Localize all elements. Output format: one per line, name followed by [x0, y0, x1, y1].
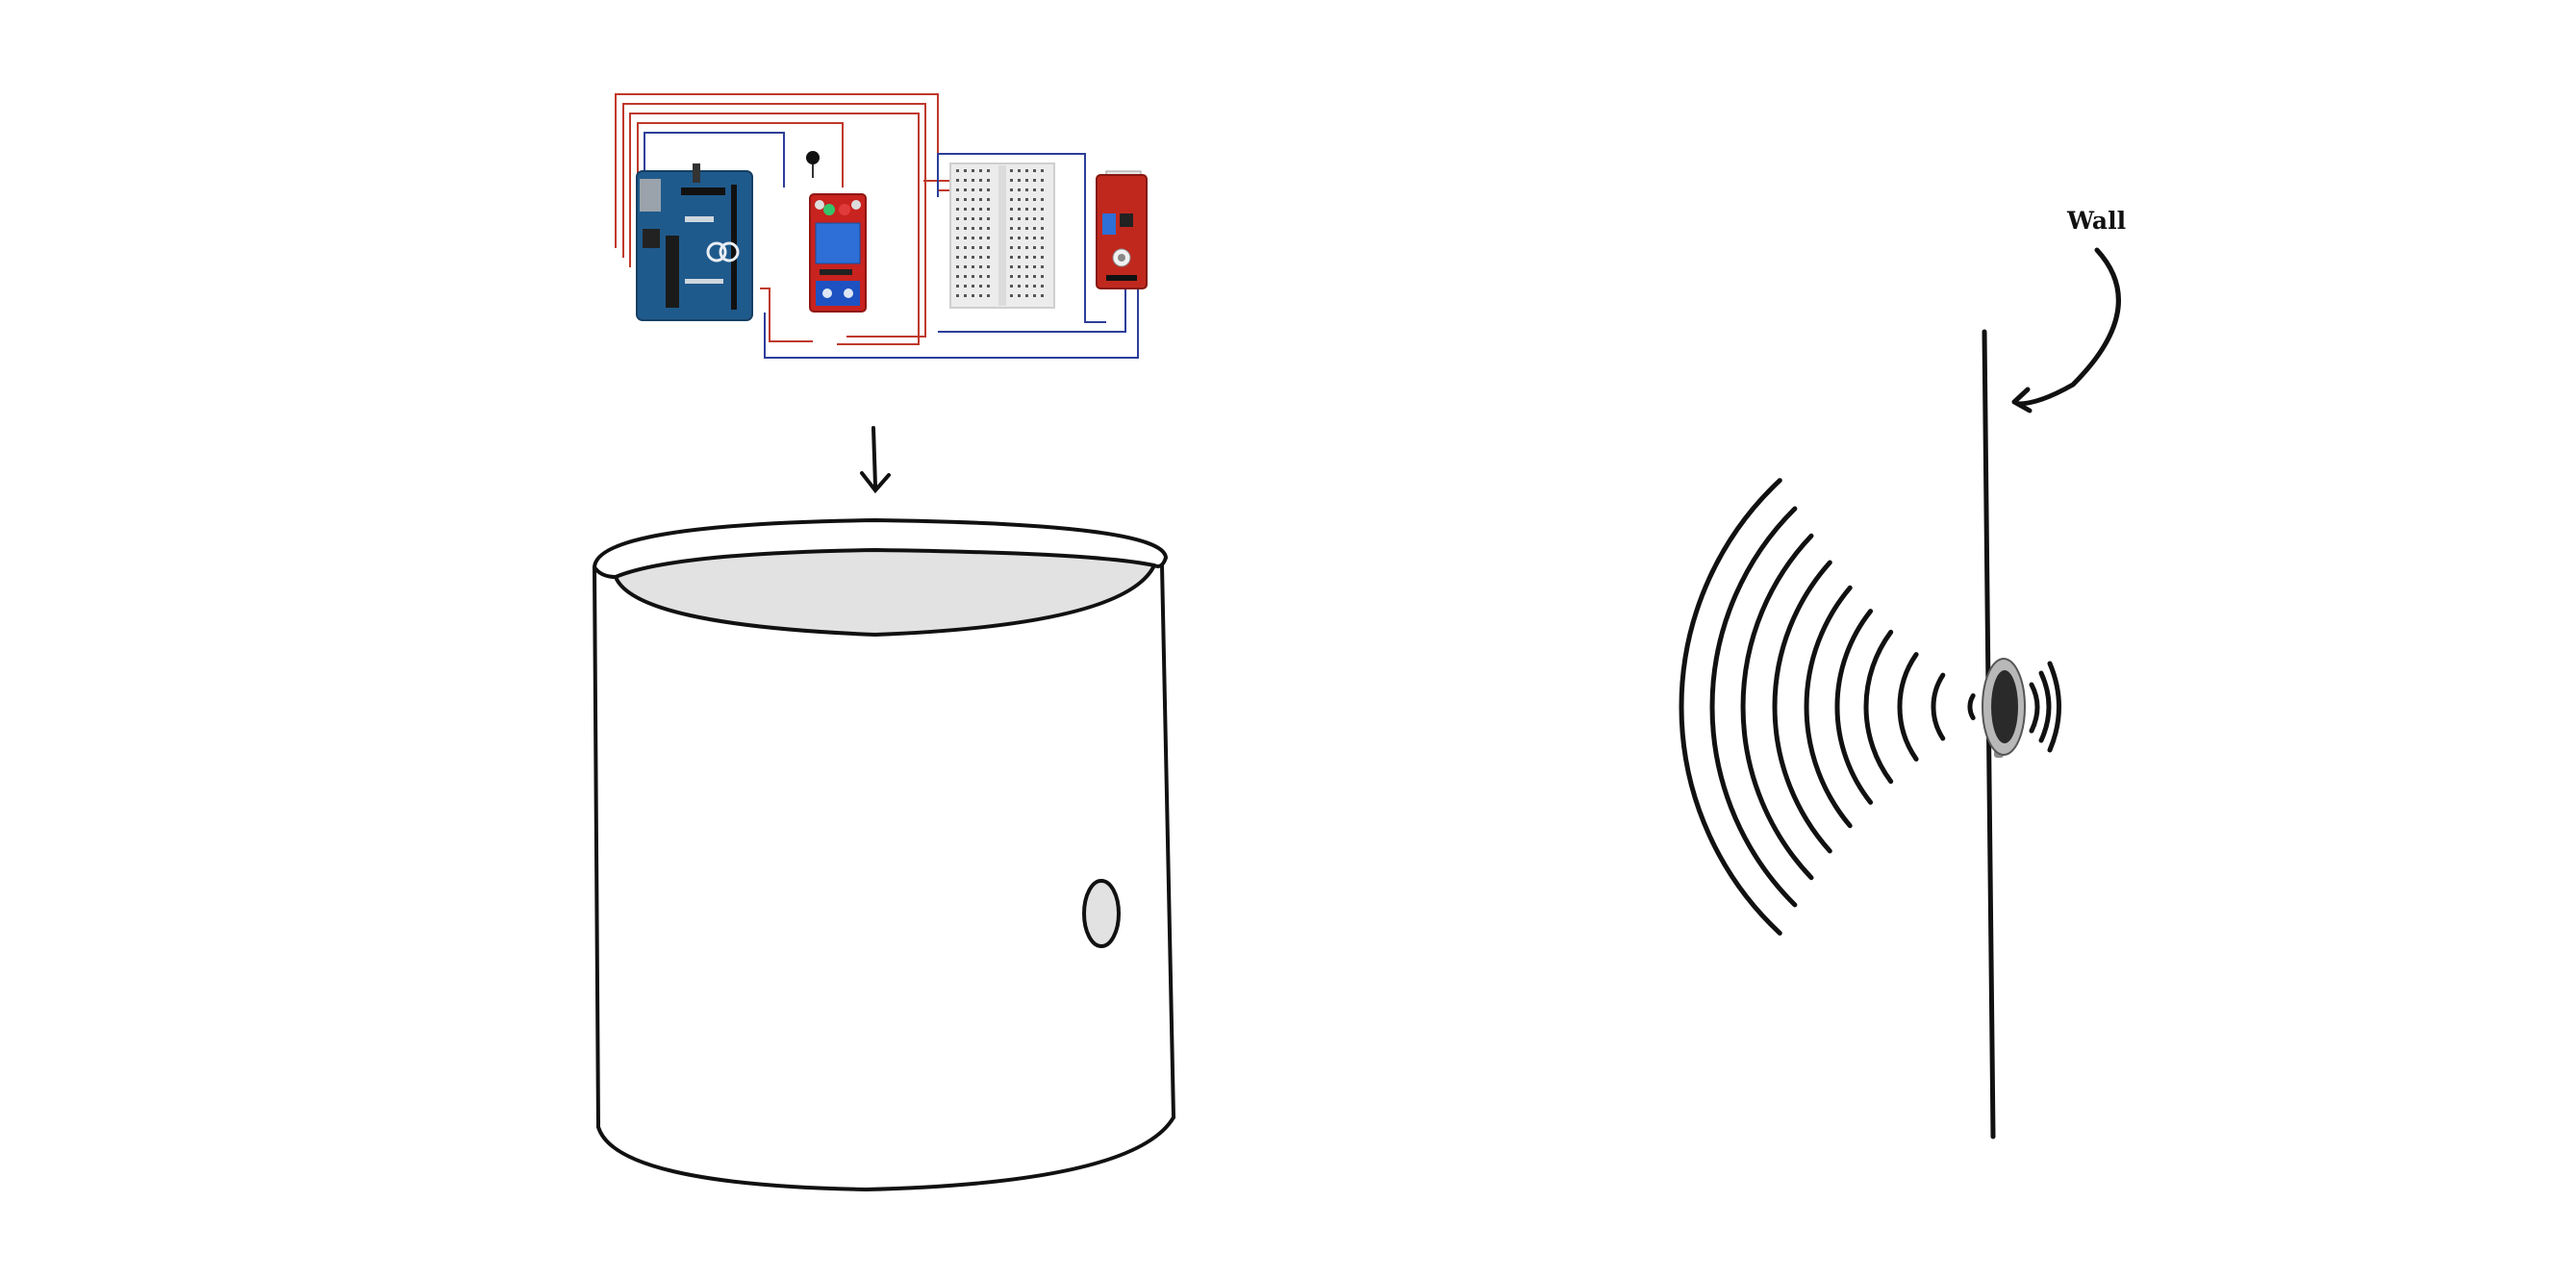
- container-rim: [614, 548, 1156, 637]
- down-arrow: [860, 426, 891, 494]
- container-hole: [1082, 879, 1121, 948]
- sound-wave-arc: [1863, 629, 1894, 785]
- sound-wave-arc: [1740, 533, 1814, 881]
- container: [593, 518, 1175, 1191]
- breadboard: [949, 163, 1055, 309]
- sound-wave-arc: [1967, 693, 1976, 720]
- sound-wave-arc: [1931, 672, 1946, 741]
- blue-wires: [644, 132, 1139, 359]
- speaker-icon: [1982, 658, 2026, 758]
- sound-wave-arc: [1897, 652, 1919, 762]
- sound-wave-arc: [1679, 478, 1782, 936]
- sound-wave-arc: [1834, 609, 1874, 805]
- sound-wave-arc: [1804, 585, 1853, 829]
- breadboard-holes: [956, 169, 1044, 297]
- relay-module: [809, 193, 867, 313]
- wall-label: Wall: [2066, 207, 2126, 235]
- circuit-diagram: [615, 93, 1148, 359]
- sound-sensor-module: [1096, 170, 1148, 289]
- wall-label-arrow: [2011, 247, 2121, 413]
- sound-wave-arc: [1709, 506, 1798, 908]
- sound-wave-arc: [1772, 560, 1832, 854]
- red-wires: [615, 93, 953, 345]
- buzzer-component: [806, 151, 820, 178]
- sound-waves-small: [2029, 661, 2061, 753]
- arduino-board: [636, 163, 753, 321]
- sound-waves: [1679, 478, 1976, 936]
